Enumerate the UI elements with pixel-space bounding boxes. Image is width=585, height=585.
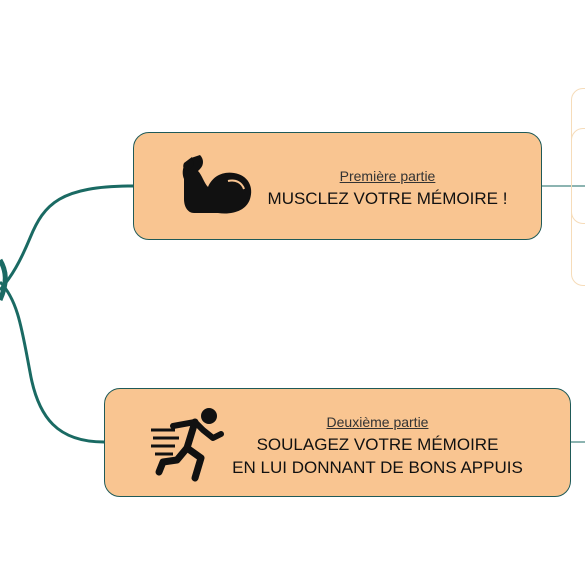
branch-connector-bottom: [0, 280, 105, 444]
flexed-bicep-icon: [178, 153, 256, 219]
node-title-line: MUSCLEZ VOTRE MÉMOIRE !: [267, 189, 508, 208]
node-subtitle: Deuxième partie: [326, 414, 429, 430]
running-person-icon: [149, 406, 227, 484]
mindmap-node-part-2[interactable]: Deuxième partie SOULAGEZ VOTRE MÉMOIRE E…: [104, 388, 571, 497]
mindmap-node-part-1[interactable]: Première partie MUSCLEZ VOTRE MÉMOIRE !: [133, 132, 542, 240]
node-title: MUSCLEZ VOTRE MÉMOIRE !: [254, 187, 521, 210]
node-title-line: EN LUI DONNANT DE BONS APPUIS: [232, 458, 523, 477]
root-stub: [0, 258, 8, 302]
node-title: SOULAGEZ VOTRE MÉMOIRE EN LUI DONNANT DE…: [215, 433, 540, 479]
branch-connector-top: [0, 184, 134, 291]
node-title-line: SOULAGEZ VOTRE MÉMOIRE: [256, 435, 499, 454]
offscreen-node-outline: [571, 128, 585, 224]
node-subtitle: Première partie: [339, 168, 436, 184]
